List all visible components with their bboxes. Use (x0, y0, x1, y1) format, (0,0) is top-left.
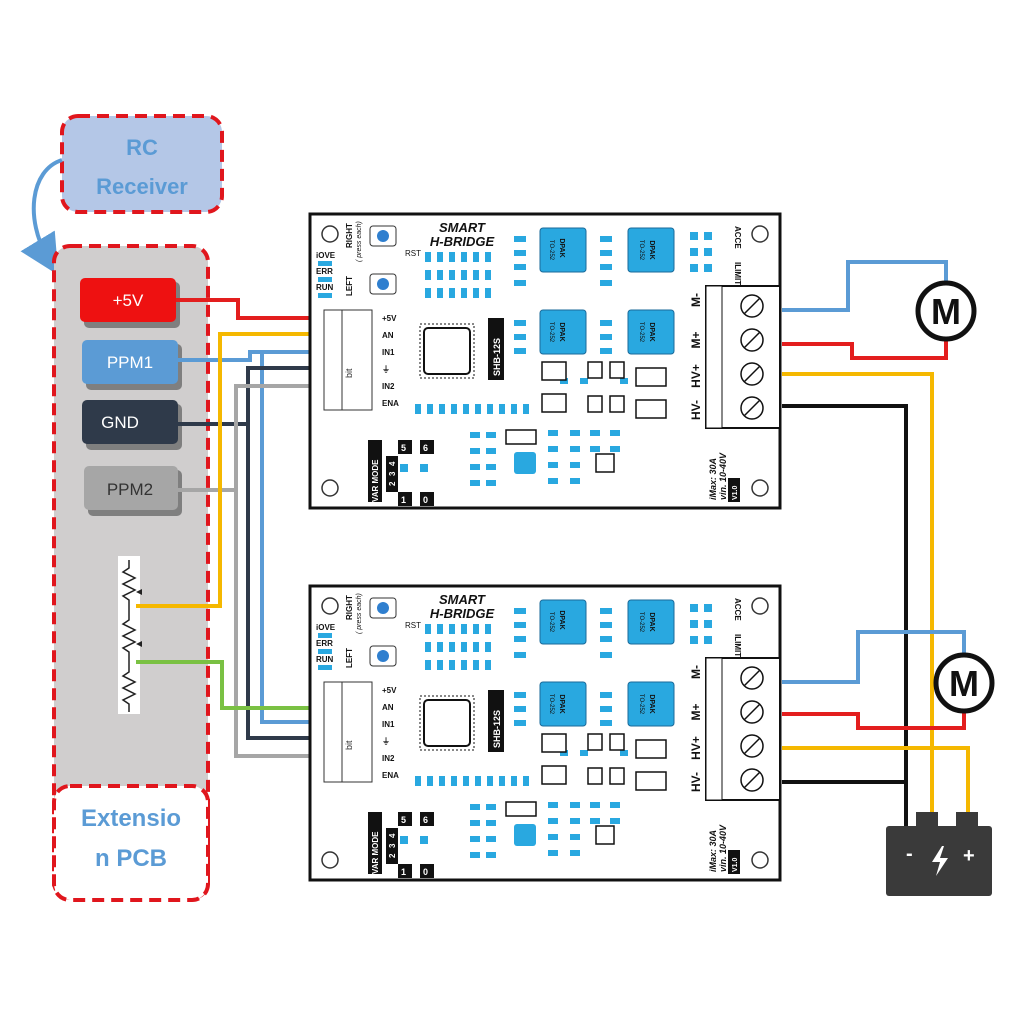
signal-ppm1: PPM1 (82, 340, 182, 390)
rc-receiver-label-2: Receiver (96, 174, 188, 199)
left-wires (136, 298, 312, 758)
svg-text:SMART: SMART (439, 220, 486, 235)
svg-text:DPAK: DPAK (558, 238, 565, 257)
svg-text:PPM1: PPM1 (107, 353, 153, 372)
svg-text:1: 1 (401, 495, 406, 505)
svg-text:4: 4 (388, 461, 397, 466)
svg-text:H-BRIDGE: H-BRIDGE (430, 234, 495, 249)
svg-text:PPM2: PPM2 (107, 480, 153, 499)
svg-text:+5V: +5V (382, 314, 397, 323)
svg-text:-: - (906, 843, 913, 865)
svg-text:( press each): ( press each) (356, 221, 363, 262)
svg-text:6: 6 (423, 443, 428, 453)
svg-text:HV+: HV+ (689, 364, 703, 388)
svg-text:DPAK: DPAK (558, 322, 565, 341)
hbridge-board-top: SMART H-BRIDGE RIGHT ( press each) LEFT … (308, 212, 782, 510)
svg-text:bit: bit (344, 368, 354, 378)
svg-text:ACCE: ACCE (733, 226, 742, 249)
receiver-arrow (20, 158, 63, 276)
svg-text:IN1: IN1 (382, 348, 395, 357)
svg-text:0: 0 (423, 495, 428, 505)
svg-text:ERR: ERR (316, 267, 333, 276)
svg-text:iOVE: iOVE (316, 251, 336, 260)
svg-text:⏚: ⏚ (382, 365, 390, 374)
potentiometers (118, 556, 142, 714)
svg-text:DPAK: DPAK (648, 240, 655, 259)
svg-text:V1.0: V1.0 (732, 485, 739, 500)
signal-5v: +5V (80, 278, 180, 328)
svg-text:TO-252: TO-252 (638, 240, 644, 261)
motor-top: M (915, 280, 977, 342)
svg-text:AN: AN (382, 331, 394, 340)
svg-text:IN2: IN2 (382, 382, 395, 391)
svg-text:M: M (949, 663, 979, 704)
svg-text:ILIMIT: ILIMIT (733, 262, 742, 285)
svg-text:RST: RST (405, 249, 421, 258)
svg-text:M+: M+ (689, 331, 703, 348)
svg-text:vin. 10-40V: vin. 10-40V (718, 452, 728, 500)
svg-text:RIGHT: RIGHT (345, 223, 354, 248)
svg-text:DPAK: DPAK (648, 322, 655, 341)
svg-text:RUN: RUN (316, 283, 334, 292)
svg-text:TO-252: TO-252 (548, 322, 554, 343)
svg-text:M: M (931, 291, 961, 332)
svg-text:ENA: ENA (382, 399, 399, 408)
svg-text:SHB-12S: SHB-12S (492, 338, 502, 376)
svg-text:TO-252: TO-252 (638, 322, 644, 343)
svg-text:LEFT: LEFT (345, 276, 354, 296)
extension-label-2: n PCB (95, 845, 167, 872)
svg-text:iMax: 30A: iMax: 30A (708, 458, 718, 500)
motor-bottom: M (933, 652, 995, 714)
signal-ppm2: PPM2 (84, 466, 182, 516)
right-wires (782, 260, 970, 828)
svg-text:2: 2 (388, 481, 397, 486)
svg-text:HV-: HV- (689, 400, 703, 420)
battery-icon: - + (886, 812, 992, 896)
svg-text:3: 3 (388, 471, 397, 476)
signal-gnd: GND (82, 400, 182, 450)
svg-text:+5V: +5V (113, 291, 144, 310)
svg-text:GND: GND (101, 413, 139, 432)
svg-text:+: + (963, 845, 975, 867)
extension-label-1: Extensio (81, 805, 181, 832)
rc-receiver-box: RC Receiver (60, 114, 224, 214)
svg-text:M-: M- (689, 293, 703, 307)
svg-text:VAR MODE: VAR MODE (371, 459, 380, 502)
svg-text:TO-252: TO-252 (548, 240, 554, 261)
svg-text:5: 5 (401, 443, 406, 453)
rc-receiver-label-1: RC (126, 135, 158, 160)
hbridge-board-bottom (308, 584, 782, 882)
